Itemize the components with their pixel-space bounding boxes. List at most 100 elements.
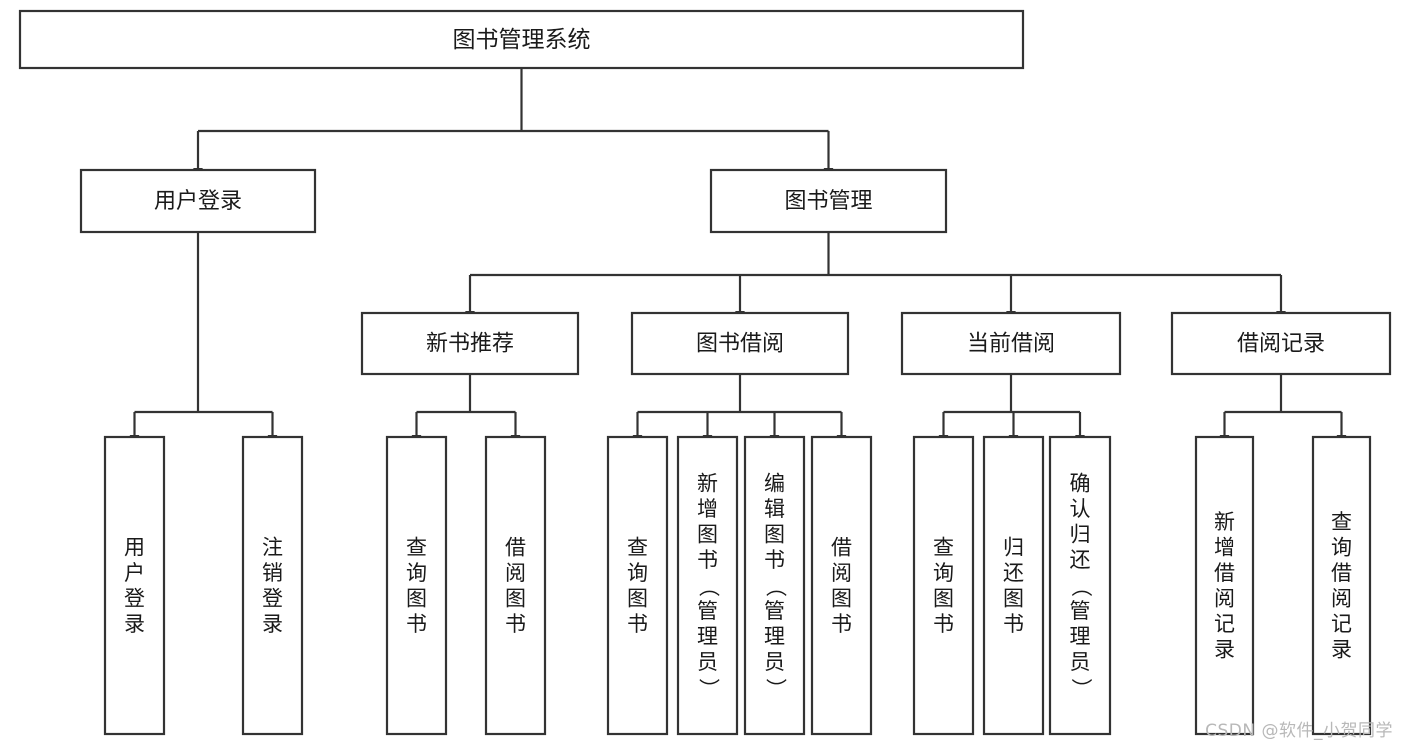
node-label-char: 查	[1331, 510, 1352, 534]
node-borrow-record[interactable]: 借阅记录	[1170, 311, 1392, 376]
node-label-char: 记	[1331, 612, 1352, 636]
node-label-char: 图	[933, 586, 954, 610]
csdn-watermark: CSDN @软件_小贺同学	[1205, 721, 1393, 741]
node-label-char: 图	[505, 586, 526, 610]
node-label-char: 户	[124, 561, 145, 585]
node-label-char: （	[1069, 576, 1093, 597]
node-root-system[interactable]: 图书管理系统	[18, 9, 1025, 70]
node-label-char: 记	[1214, 612, 1235, 636]
node-label-char: 录	[262, 612, 283, 636]
node-label-char: ）	[764, 678, 788, 699]
node-new-book-recommend[interactable]: 新书推荐	[360, 311, 580, 376]
node-label-char: 图	[1003, 586, 1024, 610]
node-label-char: 询	[933, 561, 954, 585]
node-label-char: 还	[1003, 561, 1024, 585]
node-label: 图书借阅	[696, 332, 784, 357]
node-label-char: 借	[1331, 561, 1352, 585]
node-label: 新书推荐	[426, 332, 514, 357]
node-label-char: 阅	[505, 561, 526, 585]
node-label-char: 确	[1070, 472, 1091, 496]
node-label-char: 查	[406, 535, 427, 559]
node-label-char: 图	[697, 523, 718, 547]
node-label: 图书管理	[784, 189, 872, 214]
node-label-char: 询	[627, 561, 648, 585]
connector-layer	[129, 68, 1347, 444]
node-label-char: 用	[124, 535, 145, 559]
node-label: 图书管理系统	[453, 27, 591, 53]
node-label-char: 查	[933, 535, 954, 559]
node-label-char: 借	[1214, 561, 1235, 585]
node-label-char: 书	[933, 612, 954, 636]
node-label-char: ）	[697, 678, 721, 699]
node-label-char: 书	[505, 612, 526, 636]
node-label-char: 理	[1070, 625, 1091, 649]
node-label-char: 书	[1003, 612, 1024, 636]
node-book-borrow[interactable]: 图书借阅	[630, 311, 850, 376]
node-label: 用户登录	[154, 189, 242, 214]
node-label-char: 录	[124, 612, 145, 636]
node-label-char: 新	[1214, 510, 1235, 534]
node-label-char: 注	[262, 535, 283, 559]
node-label-char: 图	[406, 586, 427, 610]
node-label-char: 借	[831, 535, 852, 559]
node-label: 当前借阅	[967, 332, 1055, 357]
node-label-char: 阅	[831, 561, 852, 585]
node-label-char: 增	[697, 497, 718, 521]
node-label-char: 书	[406, 612, 427, 636]
node-label-char: 管	[764, 599, 785, 623]
node-user-login[interactable]: 用户登录	[79, 168, 317, 234]
node-label-char: 登	[124, 586, 145, 610]
node-label-char: 图	[831, 586, 852, 610]
node-label-char: 书	[697, 548, 718, 572]
node-label-char: 借	[505, 535, 526, 559]
node-label-char: 询	[1331, 535, 1352, 559]
node-label-char: 阅	[1214, 586, 1235, 610]
node-label-char: 还	[1070, 548, 1091, 572]
node-label-char: 图	[627, 586, 648, 610]
node-label-char: 归	[1070, 523, 1091, 547]
node-label-char: 查	[627, 535, 648, 559]
node-label-char: 书	[764, 548, 785, 572]
node-label-char: 管	[697, 599, 718, 623]
node-current-borrow[interactable]: 当前借阅	[900, 311, 1122, 376]
node-label-char: 书	[627, 612, 648, 636]
node-label-char: 新	[697, 472, 718, 496]
node-label-char: 管	[1070, 599, 1091, 623]
node-label-char: 认	[1070, 497, 1091, 521]
node-label-char: 书	[831, 612, 852, 636]
node-label-char: 询	[406, 561, 427, 585]
node-label-char: 增	[1214, 535, 1235, 559]
node-label-char: 员	[764, 650, 785, 674]
node-layer: 图书管理系统用户登录图书管理新书推荐图书借阅当前借阅借阅记录用户登录注销登录查询…	[18, 9, 1392, 736]
node-label-char: 销	[262, 561, 283, 585]
node-label-char: 录	[1214, 637, 1235, 661]
node-label-char: 阅	[1331, 586, 1352, 610]
node-book-manage[interactable]: 图书管理	[709, 168, 948, 234]
node-label-char: 图	[764, 523, 785, 547]
node-label-char: （	[764, 576, 788, 597]
node-label-char: （	[697, 576, 721, 597]
node-label-char: ）	[1069, 678, 1093, 699]
node-label-char: 理	[697, 625, 718, 649]
node-label-char: 归	[1003, 535, 1024, 559]
node-label-char: 录	[1331, 637, 1352, 661]
node-label-char: 登	[262, 586, 283, 610]
node-label-char: 辑	[764, 497, 785, 521]
leaf-user-login[interactable]: 用户登录	[103, 435, 166, 736]
node-label-char: 员	[1070, 650, 1091, 674]
node-label-char: 编	[764, 472, 785, 496]
